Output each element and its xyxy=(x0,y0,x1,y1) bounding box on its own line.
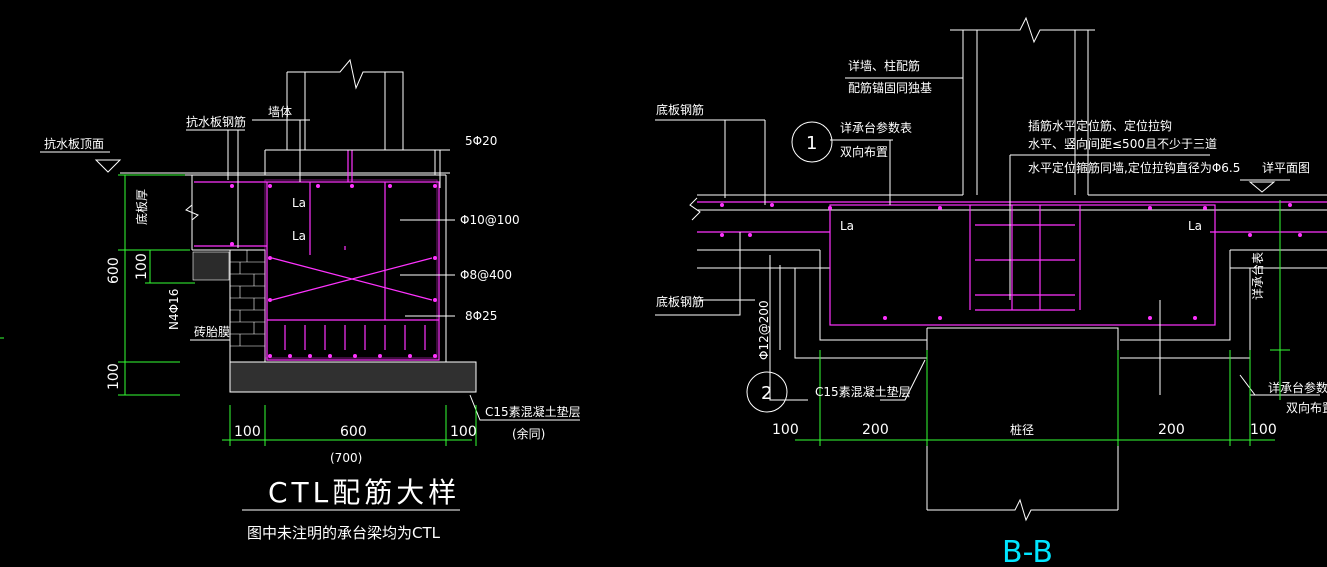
bb-dimensions xyxy=(795,200,1290,446)
bb-break-left xyxy=(689,197,701,221)
la-left-label: La xyxy=(840,219,854,233)
brick-pattern xyxy=(230,250,265,347)
callout-1-number: 1 xyxy=(806,133,817,154)
bb-title: B-B xyxy=(1002,535,1053,567)
wall-rebar-label: 详墙、柱配筋 xyxy=(848,58,920,73)
leader-lines xyxy=(40,119,580,421)
cap-table-label-2: 详承台参数表 xyxy=(1268,380,1327,395)
bb-cap-outline xyxy=(794,250,1251,359)
bb-leader-lines xyxy=(655,77,1320,401)
two-way-label-2: 双向布置 xyxy=(1286,400,1327,415)
ctl-dimensions xyxy=(118,174,477,446)
concrete-hatch-left xyxy=(192,251,230,281)
see-cap-label: 详承台表 xyxy=(1250,252,1265,300)
anchor-label: 配筋锚固同独基 xyxy=(848,80,932,95)
bb-detail: 1 2 详墙、柱配筋 配筋锚固同独基 底板钢筋 详承台参数表 双向布置 插筋水平… xyxy=(655,16,1327,567)
wall-outline xyxy=(286,58,404,150)
bb-wall-outline xyxy=(950,16,1095,195)
brick-mold xyxy=(229,249,266,363)
waterproof-rebar-label: 抗水板钢筋 xyxy=(186,114,246,129)
stirrup-label: Φ10@100 xyxy=(460,213,520,227)
bottom-rebar-top-label: 底板钢筋 xyxy=(656,102,704,117)
ctl-note: 图中未注明的承台梁均为CTL xyxy=(247,524,441,542)
la-label-2: La xyxy=(292,229,306,243)
cushion-layer xyxy=(229,361,477,393)
bottom-bar-label: 8Φ25 xyxy=(465,309,497,323)
see-plan-label: 详平面图 xyxy=(1262,160,1310,175)
rebar-cage xyxy=(194,150,440,361)
dim-100-vertical-a: 100 xyxy=(134,253,150,280)
top-bar-label: 5Φ20 xyxy=(465,134,497,148)
callout-2-number: 2 xyxy=(761,383,772,404)
cushion-label: C15素混凝土垫层 xyxy=(485,404,581,419)
side-bar-label: N4Φ16 xyxy=(167,289,181,330)
cushion-note: (余同) xyxy=(512,426,545,441)
callout-circle-2 xyxy=(746,371,788,413)
bb-rebar-dots xyxy=(720,203,1302,320)
stirrup-label-bb: Φ12@200 xyxy=(757,300,771,360)
la-right-label: La xyxy=(1188,219,1202,233)
wall-label: 墙体 xyxy=(268,105,292,119)
pile-dia-label: 桩径 xyxy=(1010,422,1034,437)
bb-dim-100-a: 100 xyxy=(772,422,799,438)
bb-dim-200-b: 200 xyxy=(1158,422,1185,438)
insert-bar-label-2: 水平、竖向间距≤500且不少于三道 xyxy=(1028,136,1217,151)
break-mark xyxy=(185,204,199,221)
dim-600-vertical: 600 xyxy=(106,257,122,284)
bb-dim-200-a: 200 xyxy=(862,422,889,438)
dim-100-b: 100 xyxy=(450,424,477,440)
plate-thickness-label: 底板厚 xyxy=(134,189,149,225)
bb-rebar xyxy=(697,201,1327,326)
cap-table-label: 详承台参数表 xyxy=(840,120,912,135)
ctl-detail: 抗水板顶面 抗水板钢筋 墙体 5Φ20 La La Φ10@100 Φ8@400… xyxy=(40,58,581,542)
callout-circle-1 xyxy=(791,121,833,163)
waterproof-slab-line xyxy=(120,172,450,250)
la-label-1: La xyxy=(292,196,306,210)
two-way-label: 双向布置 xyxy=(840,144,888,159)
bb-dim-100-b: 100 xyxy=(1250,422,1277,438)
ctl-title: CTL配筋大样 xyxy=(268,476,460,509)
insert-bar-label-1: 插筋水平定位筋、定位拉钩 xyxy=(1028,118,1172,133)
waterproof-top-label: 抗水板顶面 xyxy=(44,136,104,151)
rebar-dots xyxy=(230,184,437,358)
tie-label: Φ8@400 xyxy=(460,268,512,282)
dim-100-a: 100 xyxy=(234,424,261,440)
dim-600: 600 xyxy=(340,424,367,440)
bottom-rebar-side-label: 底板钢筋 xyxy=(656,294,704,309)
insert-bar-label-3: 水平定位箍筋同墙,定位拉钩直径为Φ6.5 xyxy=(1028,160,1240,175)
brick-label: 砖胎膜 xyxy=(194,324,230,339)
cushion-label-bb: C15素混凝土垫层 xyxy=(815,384,911,399)
dim-100-vertical-b: 100 xyxy=(106,363,122,390)
dim-700: (700) xyxy=(330,451,362,465)
